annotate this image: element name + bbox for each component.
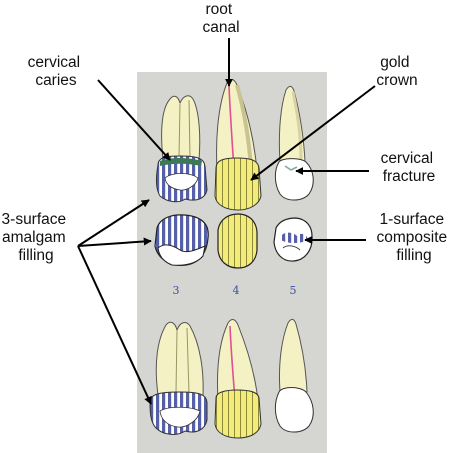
tooth-3-upper [155,95,208,203]
arrow-amalgam-upper [77,199,150,247]
label-amalgam-filling-line1: 3-surface [2,211,67,228]
label-composite-filling: 1-surface composite filling [377,211,452,264]
tooth-5-occlusal [273,217,313,262]
tooth-3-occlusal [154,214,209,266]
arrow-cervical-caries [97,79,171,161]
label-gold-crown-line1: gold [380,54,409,71]
label-gold-crown: gold crown [376,54,417,89]
tooth-4-occlusal [217,213,258,269]
label-composite-filling-line3: filling [396,247,431,264]
arrow-gold-crown [250,85,376,181]
label-amalgam-filling-line3: filling [18,247,53,264]
tooth-3-upper-roots [161,95,201,161]
label-root-canal-line1: root [205,1,232,18]
tooth-5-upper-crown [274,158,314,201]
label-gold-crown-line2: crown [376,72,417,89]
label-cervical-caries-line1: cervical [28,54,81,71]
arrow-amalgam-lower [77,245,152,405]
label-composite-filling-line1: 1-surface [380,211,445,228]
tooth-3-lower [149,321,208,435]
tooth-5-lower [274,318,314,433]
tooth-number-5: 5 [290,284,297,297]
label-root-canal: root canal [202,1,239,36]
arrow-amalgam-middle [77,237,152,247]
label-cervical-caries: cervical caries [28,54,85,89]
label-cervical-fracture-line2: fracture [383,168,436,185]
label-root-canal-line2: canal [202,19,239,36]
cervical-fracture-mark [284,165,298,171]
label-composite-filling-line2: composite [377,229,448,246]
tooth-4-lower [214,319,262,439]
label-amalgam-filling: 3-surface amalgam filling [2,211,71,264]
gold-crown [214,157,262,211]
tooth-number-4: 4 [233,284,240,297]
label-cervical-caries-line2: caries [35,72,77,89]
label-amalgam-filling-line2: amalgam [2,229,66,246]
composite-filling-mark [281,232,308,243]
label-cervical-fracture: cervical fracture [381,150,438,185]
label-cervical-fracture-line1: cervical [381,150,434,167]
tooth-number-3: 3 [173,284,180,297]
